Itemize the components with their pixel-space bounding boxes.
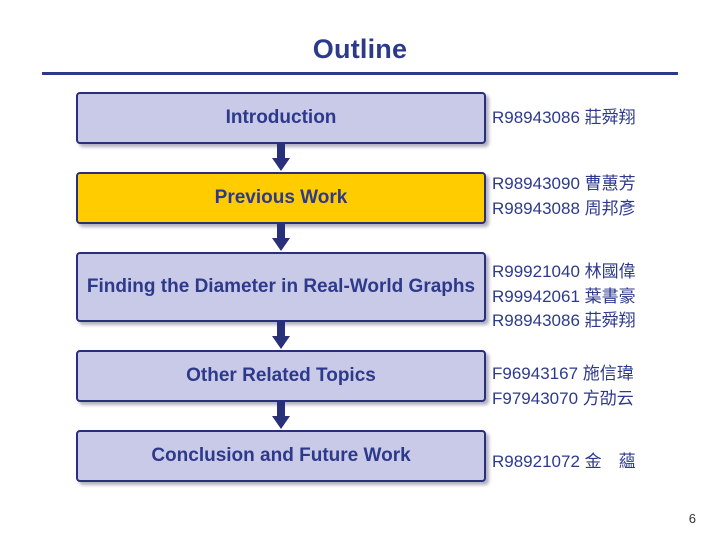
page-title: Outline	[312, 34, 408, 64]
outline-box-other-related-topics[interactable]: Other Related Topics	[76, 350, 486, 402]
contributor-name: R98943090 曹蕙芳	[492, 174, 636, 193]
down-arrow-icon	[272, 322, 290, 350]
contributor-name: R99921040 林國偉	[492, 262, 636, 281]
outline-flow: Introduction Previous Work Finding the D…	[76, 92, 486, 482]
outline-box-introduction[interactable]: Introduction	[76, 92, 486, 144]
outline-box-finding-diameter[interactable]: Finding the Diameter in Real-World Graph…	[76, 252, 486, 322]
down-arrow-icon	[272, 144, 290, 172]
page-number: 6	[688, 511, 696, 526]
outline-box-conclusion[interactable]: Conclusion and Future Work	[76, 430, 486, 482]
contributor-name: R99942061 葉書豪	[492, 286, 636, 306]
down-arrow-icon	[272, 224, 290, 252]
contributor-group-conclusion: R98921072 金 蘊	[492, 450, 712, 475]
connector-4	[76, 402, 486, 430]
contributor-group-introduction: R98943086 莊舜翔	[492, 106, 712, 131]
contributor-name: R98943086 莊舜翔	[492, 311, 636, 331]
connector-1	[76, 144, 486, 172]
contributor-name: F96943167 施信瑋	[492, 364, 634, 383]
contributor-name: R98943088 周邦彥	[492, 198, 636, 218]
contributor-name: R98921072 金 蘊	[492, 452, 636, 471]
title-divider	[42, 72, 678, 75]
contributor-name: F97943070 方劭云	[492, 388, 634, 408]
contributor-group-previous-work: R98943090 曹蕙芳 R98943088 周邦彥	[492, 172, 712, 221]
contributor-name: R98943086 莊舜翔	[492, 108, 636, 127]
outline-box-previous-work[interactable]: Previous Work	[76, 172, 486, 224]
connector-2	[76, 224, 486, 252]
down-arrow-icon	[272, 402, 290, 430]
contributor-group-finding-diameter: R99921040 林國偉 R99942061 葉書豪 R98943086 莊舜…	[492, 260, 712, 334]
connector-3	[76, 322, 486, 350]
contributor-group-other-related-topics: F96943167 施信瑋 F97943070 方劭云	[492, 362, 712, 411]
